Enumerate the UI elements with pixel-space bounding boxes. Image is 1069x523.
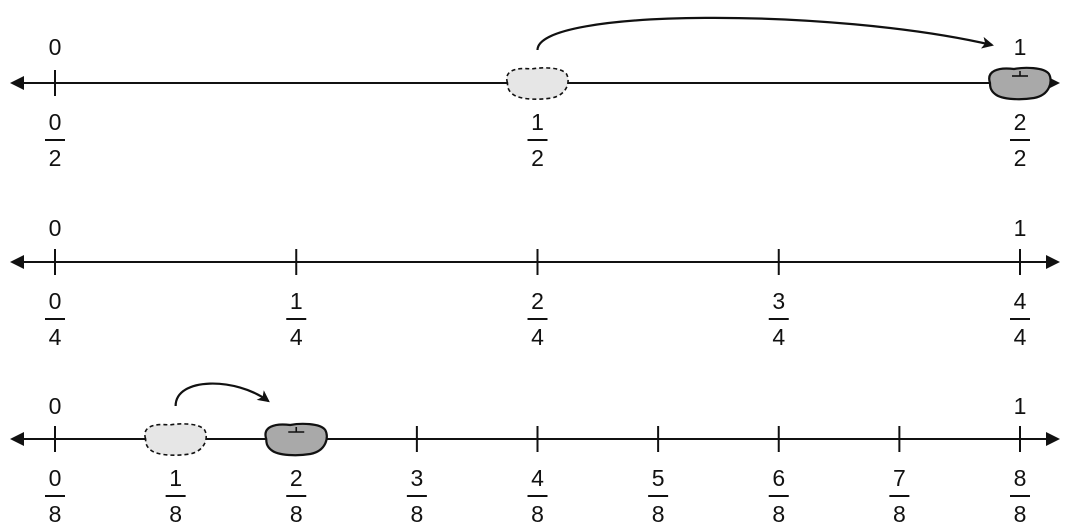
left-arrowhead	[10, 432, 24, 446]
whole-label-zero: 0	[49, 393, 62, 419]
fraction-denominator: 8	[893, 501, 906, 523]
fraction-numerator: 1	[531, 109, 544, 135]
fraction-denominator: 8	[772, 501, 785, 523]
ghost-bean-start	[144, 423, 208, 456]
fraction-denominator: 4	[290, 324, 303, 350]
fraction-numerator: 2	[290, 465, 303, 491]
fraction-numerator: 7	[893, 465, 906, 491]
fraction-denominator: 8	[1014, 501, 1027, 523]
fraction-denominator: 4	[531, 324, 544, 350]
fraction-numerator: 0	[49, 288, 62, 314]
fraction-denominator: 4	[1014, 324, 1027, 350]
fraction-denominator: 8	[169, 501, 182, 523]
right-arrowhead	[1046, 432, 1060, 446]
number-line-halves: 0 1 0 2 1 2 2 2	[10, 16, 1060, 171]
fraction-denominator: 8	[410, 501, 423, 523]
fraction-numerator: 8	[1014, 465, 1027, 491]
whole-label-one: 1	[1014, 393, 1027, 419]
fraction-denominator: 8	[652, 501, 665, 523]
right-arrowhead	[1046, 255, 1060, 269]
whole-label-one: 1	[1014, 34, 1027, 60]
fraction-denominator: 2	[1014, 145, 1027, 171]
fraction-numerator: 2	[1014, 109, 1027, 135]
whole-label-zero: 0	[49, 215, 62, 241]
jump-arrow	[174, 382, 270, 407]
fraction-numerator: 6	[772, 465, 785, 491]
fraction-numerator: 0	[49, 109, 62, 135]
whole-label-zero: 0	[49, 34, 62, 60]
fraction-numerator: 1	[290, 288, 303, 314]
number-line-eighths: 0 1 0 8 1 8 2 8 3 8 4 8 5 8 6 8 7 8 8 8	[10, 382, 1060, 523]
fraction-numerator: 3	[410, 465, 423, 491]
left-arrowhead	[10, 76, 24, 90]
fraction-numerator: 2	[531, 288, 544, 314]
whole-label-one: 1	[1014, 215, 1027, 241]
fraction-denominator: 8	[531, 501, 544, 523]
fraction-denominator: 4	[49, 324, 62, 350]
fraction-numerator: 5	[652, 465, 665, 491]
fraction-denominator: 8	[290, 501, 303, 523]
ghost-bean-start	[505, 67, 569, 100]
fraction-denominator: 2	[49, 145, 62, 171]
bean-end	[264, 422, 328, 457]
fraction-denominator: 2	[531, 145, 544, 171]
fraction-denominator: 4	[772, 324, 785, 350]
fraction-numerator: 3	[772, 288, 785, 314]
fraction-numerator: 4	[531, 465, 544, 491]
fraction-numerator: 4	[1014, 288, 1027, 314]
bean-end	[988, 66, 1052, 101]
fraction-numerator: 0	[49, 465, 62, 491]
jump-arrow	[536, 16, 994, 51]
number-line-fourths: 0 1 0 4 1 4 2 4 3 4 4 4	[10, 215, 1060, 350]
fraction-denominator: 8	[49, 501, 62, 523]
left-arrowhead	[10, 255, 24, 269]
fraction-numerator: 1	[169, 465, 182, 491]
